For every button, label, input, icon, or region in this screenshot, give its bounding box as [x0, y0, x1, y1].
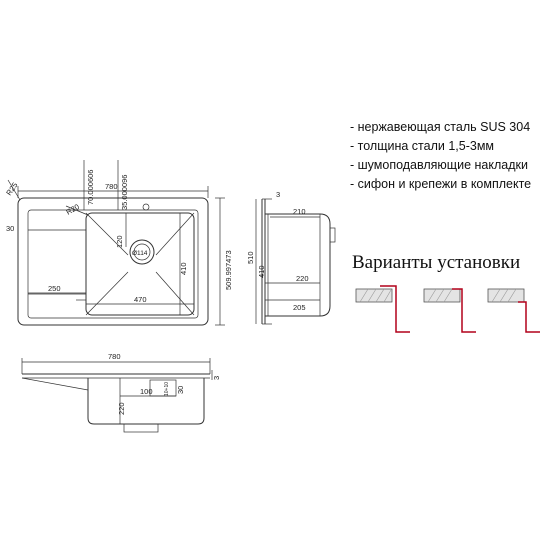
sink-inner-frame: [27, 209, 199, 319]
variants-title: Варианты установки: [352, 252, 521, 273]
side-dim-top-depth: 210: [293, 207, 306, 216]
spec-item: - сифон и крепежи в комплекте: [350, 177, 532, 191]
dim-total-depth: 509.997473: [224, 250, 233, 290]
front-dim-small-1: 10+10: [164, 382, 170, 396]
variant-overmount: [355, 285, 410, 333]
dim-drainboard: 250: [48, 284, 61, 293]
faucet-hole: [142, 203, 150, 211]
dim-bowl-depth: 410: [179, 262, 188, 275]
front-dim-depth: 220: [117, 402, 126, 415]
dim-left-margin: 30: [6, 224, 14, 233]
drain-outer: [129, 239, 155, 265]
dim-bowl-width: 470: [134, 295, 147, 304]
side-dim-upper: 220: [296, 274, 309, 283]
side-dim-lower: 205: [293, 303, 306, 312]
top-view: 780 70.000606 35.000096 R25 R20 30 120 Ø…: [4, 160, 233, 326]
dim-radius-inner: R20: [65, 202, 81, 217]
installation-variants: [355, 285, 540, 333]
front-dim-width: 780: [108, 352, 121, 361]
side-dim-inner: 410: [257, 265, 266, 278]
side-dim-thickness: 3: [276, 190, 280, 199]
dim-radius-outer: R25: [4, 181, 19, 197]
side-view: 3 210 510 410 220 205: [246, 190, 336, 325]
variant-undermount: [487, 288, 540, 333]
dim-drain-diameter: Ø114: [132, 250, 148, 257]
drain-inner: [133, 243, 151, 261]
front-dim-edge: 3: [212, 376, 221, 380]
side-dim-total: 510: [246, 251, 255, 264]
sink-outline: [17, 197, 209, 326]
front-dim-small-2: 30: [176, 386, 185, 394]
spec-list: - нержавеющая сталь SUS 304 - толщина ст…: [350, 118, 548, 194]
dim-offset-2: 35.000096: [120, 175, 129, 210]
spec-item: - нержавеющая сталь SUS 304: [350, 120, 531, 134]
dim-drain-offset: 120: [115, 235, 124, 248]
variant-flush: [423, 288, 476, 333]
front-view: 780 10+10 30 100 220 3: [21, 352, 221, 433]
front-dim-drain-offset: 100: [140, 387, 153, 396]
dim-top-width: 780: [105, 182, 118, 191]
bowl-outline: [85, 212, 195, 316]
spec-item: - толщина стали 1,5-3мм: [350, 139, 495, 153]
dim-offset-1: 70.000606: [86, 170, 95, 205]
spec-item: - шумоподавляющие накладки: [350, 158, 528, 172]
